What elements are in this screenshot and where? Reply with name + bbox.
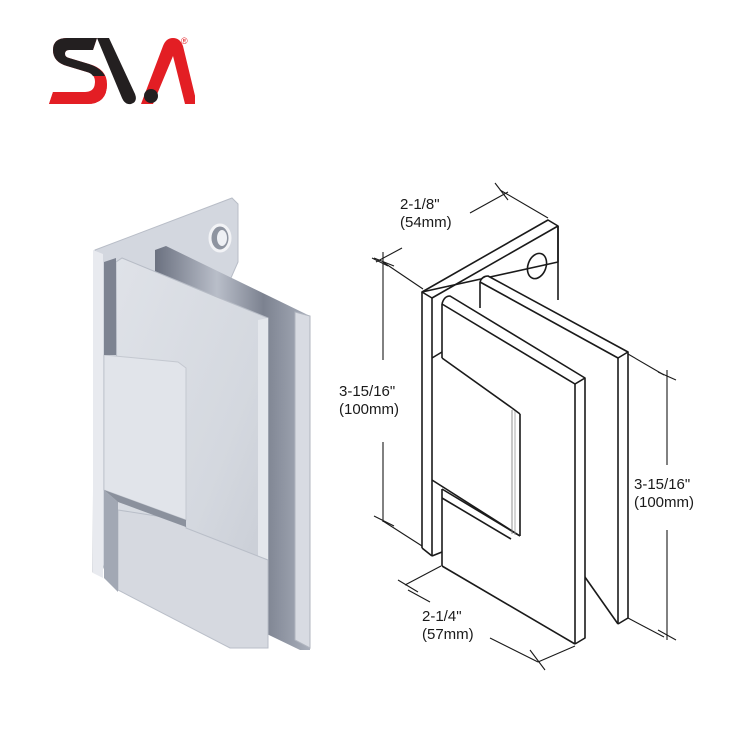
back-clamp — [479, 275, 629, 626]
dimension-top-width: 2-1/8" (54mm) — [400, 196, 452, 232]
registered-mark: ® — [181, 36, 188, 46]
dimension-left-height-imperial: 3-15/16" — [339, 383, 396, 400]
dimension-left-height-metric: (100mm) — [339, 401, 400, 418]
logo-dot — [144, 89, 158, 103]
dimension-left-height: 3-15/16" (100mm) — [339, 383, 399, 419]
brand-logo: ® — [49, 36, 195, 105]
front-plate — [441, 295, 586, 646]
logo-letter-v — [97, 38, 136, 105]
dimension-lines — [371, 182, 677, 671]
dimension-right-height: 3-15/16" (100mm) — [634, 476, 694, 512]
dimension-bottom-width: 2-1/4" (57mm) — [422, 608, 474, 644]
hinge-knuckle — [431, 351, 521, 566]
logo-letter-a — [141, 38, 195, 104]
dimension-right-height-metric: (100mm) — [634, 494, 695, 511]
dimension-bottom-width-metric: (57mm) — [422, 626, 474, 643]
dimension-bottom-width-imperial: 2-1/4" — [422, 608, 462, 625]
dimension-right-height-imperial: 3-15/16" — [634, 476, 691, 493]
wall-plate — [421, 219, 559, 557]
dimension-top-width-metric: (54mm) — [400, 214, 452, 231]
hinge-product-photo — [92, 197, 311, 650]
dimension-top-width-imperial: 2-1/8" — [400, 196, 440, 213]
